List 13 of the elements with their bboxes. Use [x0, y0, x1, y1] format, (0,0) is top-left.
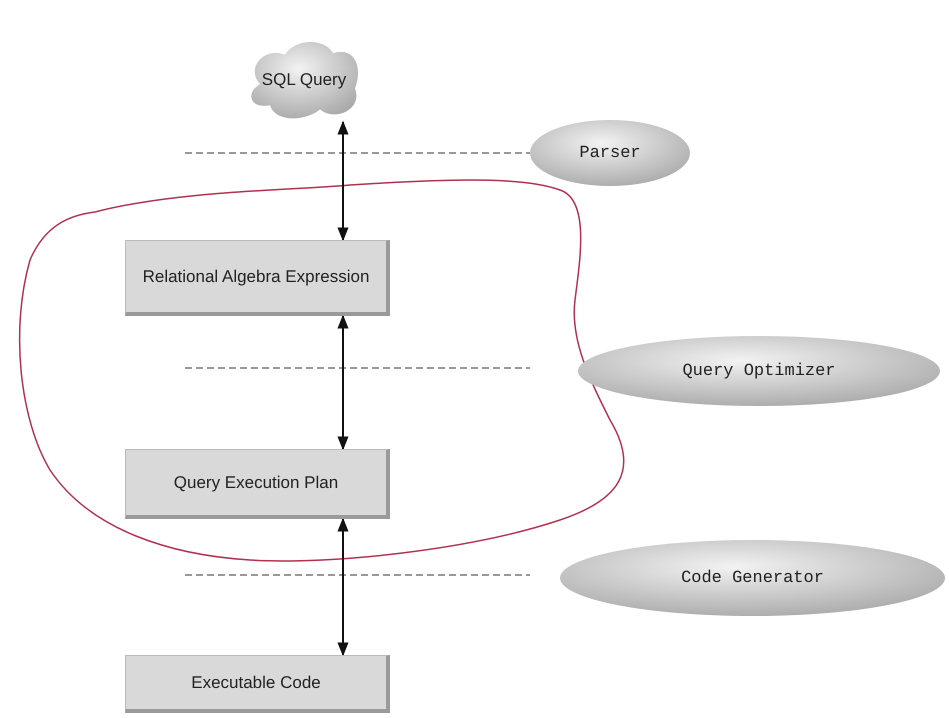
node-label: Parser	[579, 144, 641, 162]
process-box: Query Execution Plan	[125, 449, 390, 519]
process-box: Relational Algebra Expression	[125, 240, 390, 316]
node-label: SQL Query	[262, 70, 346, 90]
stage-ellipse	[578, 336, 940, 406]
node-label: Code Generator	[681, 568, 824, 588]
arrow	[337, 120, 349, 242]
arrow	[337, 518, 349, 656]
node-label: Query Optimizer	[682, 362, 836, 380]
stage-ellipse	[530, 120, 690, 186]
arrow	[337, 314, 349, 450]
process-box: Executable Code	[125, 655, 390, 713]
stage-ellipse	[560, 540, 945, 616]
